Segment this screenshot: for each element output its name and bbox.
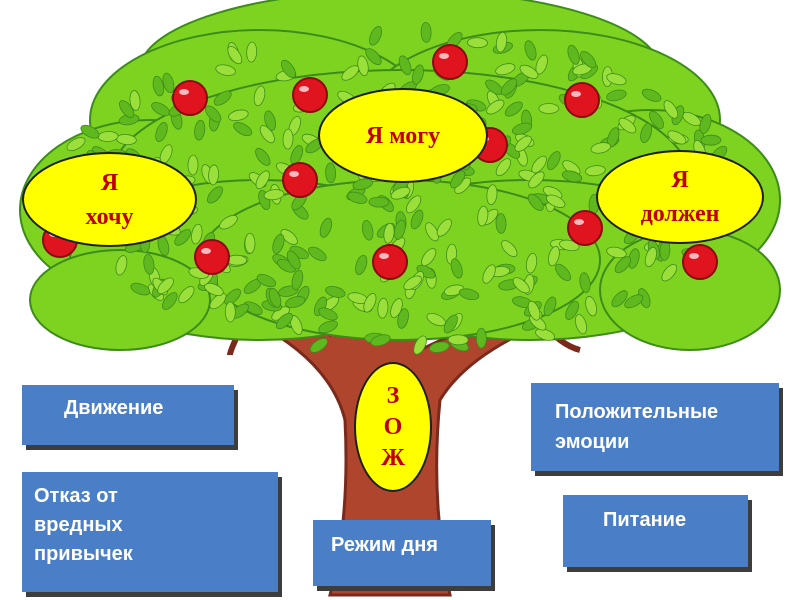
apple-highlight (439, 53, 449, 59)
box-movement: Движение (22, 385, 234, 445)
oval-zozh-label: З О Ж (381, 381, 405, 474)
leaf (496, 213, 507, 233)
apple (283, 163, 317, 197)
apple (568, 211, 602, 245)
leaf (245, 233, 255, 253)
apple (433, 45, 467, 79)
apple-highlight (289, 171, 299, 177)
apple (173, 81, 207, 115)
box-quit-bad-habits: Отказ от вредных привычек (22, 472, 278, 592)
oval-i-must-label: Я должен (641, 163, 720, 231)
leaf (421, 22, 432, 42)
leaf (701, 135, 721, 145)
oval-i-can: Я могу (318, 88, 488, 183)
box-positive-emotions-label: Положительные эмоции (541, 397, 779, 457)
apple-highlight (179, 89, 189, 95)
box-movement-label: Движение (64, 397, 234, 420)
apple-highlight (571, 91, 581, 97)
leaf (325, 163, 336, 183)
apple (293, 78, 327, 112)
leaf (467, 37, 487, 48)
apple-highlight (201, 248, 211, 254)
oval-i-must: Я должен (596, 150, 764, 244)
oval-i-want-label: Я хочу (86, 166, 134, 234)
apple-highlight (379, 253, 389, 259)
leaf (283, 129, 294, 149)
leaf (369, 197, 389, 207)
box-positive-emotions: Положительные эмоции (531, 383, 779, 471)
leaf (539, 104, 559, 114)
box-nutrition: Питание (563, 495, 748, 567)
leaf (188, 155, 198, 175)
box-quit-bad-habits-label: Отказ от вредных привычек (34, 482, 278, 569)
oval-zozh: З О Ж (354, 362, 432, 492)
box-daily-routine-label: Режим дня (331, 534, 491, 557)
apple (565, 83, 599, 117)
oval-i-can-label: Я могу (366, 119, 440, 153)
box-nutrition-label: Питание (603, 509, 748, 532)
leaf (448, 335, 468, 345)
oval-i-want: Я хочу (22, 152, 197, 247)
apple (373, 245, 407, 279)
apple-highlight (299, 86, 309, 92)
apple (683, 245, 717, 279)
box-daily-routine: Режим дня (313, 520, 491, 586)
apple-highlight (689, 253, 699, 259)
leaf (476, 328, 486, 348)
apple (195, 240, 229, 274)
apple-highlight (574, 219, 584, 225)
leaf (225, 302, 235, 322)
